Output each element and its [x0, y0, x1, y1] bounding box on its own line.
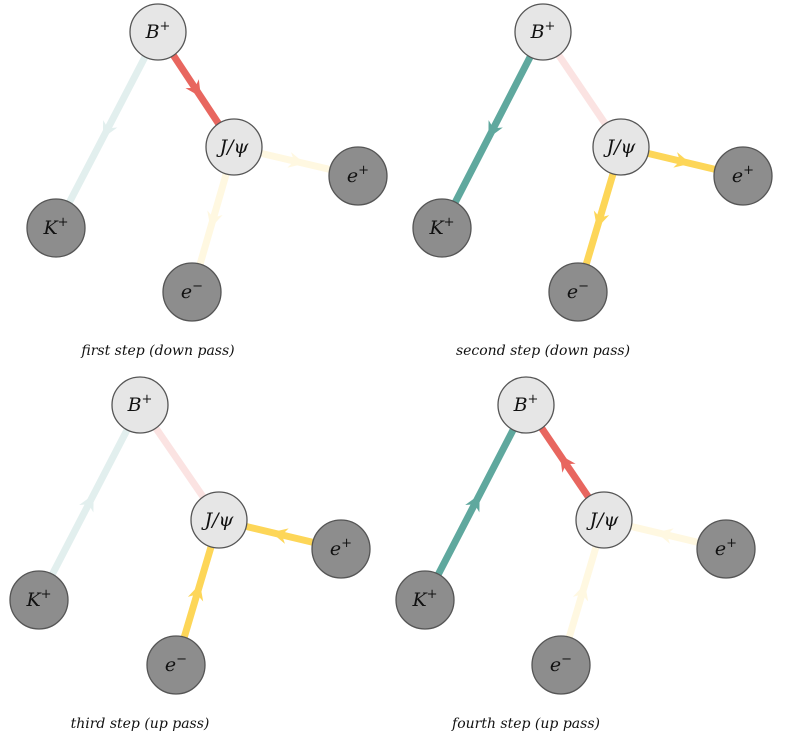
e-plus-node: e+: [328, 146, 388, 206]
node-label: J/ψ: [586, 509, 620, 531]
panel-caption: first step (down pass): [80, 343, 234, 359]
panel-3: B+ J/ψK+ e+ e− third step (up pass): [9, 376, 371, 732]
b-plus-node: B+: [129, 3, 187, 61]
node-label: e−: [550, 652, 572, 676]
arrow-icon: [207, 210, 223, 229]
node-label: B+: [513, 392, 539, 416]
panel-1: B+ J/ψK+ e+ e− first step (down pass): [26, 3, 388, 359]
node-label: K+: [428, 215, 454, 239]
jpsi-node: J/ψ: [575, 491, 633, 549]
k-plus-node: K+: [412, 198, 472, 258]
node-label: K+: [25, 587, 51, 611]
node-label: J/ψ: [603, 136, 637, 158]
node-label: e+: [732, 163, 754, 187]
node-label: e+: [715, 536, 737, 560]
panel-4: B+ J/ψK+ e+ e− fourth step (up pass): [395, 376, 756, 732]
e-minus-node: e−: [146, 635, 206, 695]
panel-caption: third step (up pass): [71, 716, 210, 732]
b-to-k-edge: [35, 403, 144, 602]
k-plus-node: K+: [26, 198, 86, 258]
e-minus-node: e−: [531, 635, 591, 695]
panel-2: B+ J/ψK+ e+ e− second step (down pass): [412, 3, 773, 359]
b-to-k-edge: [421, 403, 530, 602]
e-plus-node: e+: [311, 519, 371, 579]
jpsi-node: J/ψ: [190, 491, 248, 549]
arrow-icon: [673, 152, 691, 168]
arrow-icon: [572, 583, 589, 602]
e-plus-node: e+: [696, 519, 756, 579]
b-plus-node: B+: [514, 3, 572, 61]
arrow-icon: [593, 210, 610, 229]
arrow-icon: [559, 455, 576, 473]
jpsi-node: J/ψ: [592, 118, 650, 176]
jpsi-node: J/ψ: [205, 118, 263, 176]
panel-caption: fourth step (up pass): [451, 716, 600, 732]
node-label: K+: [411, 587, 437, 611]
arrow-icon: [185, 79, 201, 98]
e-minus-node: e−: [162, 262, 222, 322]
node-label: J/ψ: [216, 136, 250, 158]
node-label: B+: [145, 19, 171, 43]
arrow-icon: [488, 120, 503, 139]
k-plus-node: K+: [9, 570, 69, 630]
arrow-icon: [656, 528, 674, 544]
arrow-icon: [102, 120, 118, 138]
b-plus-node: B+: [111, 376, 169, 434]
b-plus-node: B+: [497, 376, 555, 434]
b-to-k-edge: [52, 30, 162, 230]
e-plus-node: e+: [713, 146, 773, 206]
e-minus-node: e−: [548, 262, 608, 322]
node-label: B+: [127, 392, 153, 416]
node-label: B+: [530, 19, 556, 43]
node-label: K+: [42, 215, 68, 239]
k-plus-node: K+: [395, 570, 455, 630]
arrow-icon: [287, 152, 305, 168]
node-label: e−: [567, 279, 589, 303]
b-to-k-edge: [438, 30, 547, 230]
node-label: J/ψ: [201, 509, 235, 531]
panel-caption: second step (down pass): [456, 343, 630, 359]
node-label: e+: [347, 163, 369, 187]
arrow-icon: [79, 494, 94, 513]
node-label: e−: [181, 279, 203, 303]
arrow-icon: [187, 583, 204, 602]
arrow-icon: [271, 528, 289, 544]
node-label: e−: [165, 652, 187, 676]
arrow-icon: [465, 494, 480, 513]
node-label: e+: [330, 536, 352, 560]
